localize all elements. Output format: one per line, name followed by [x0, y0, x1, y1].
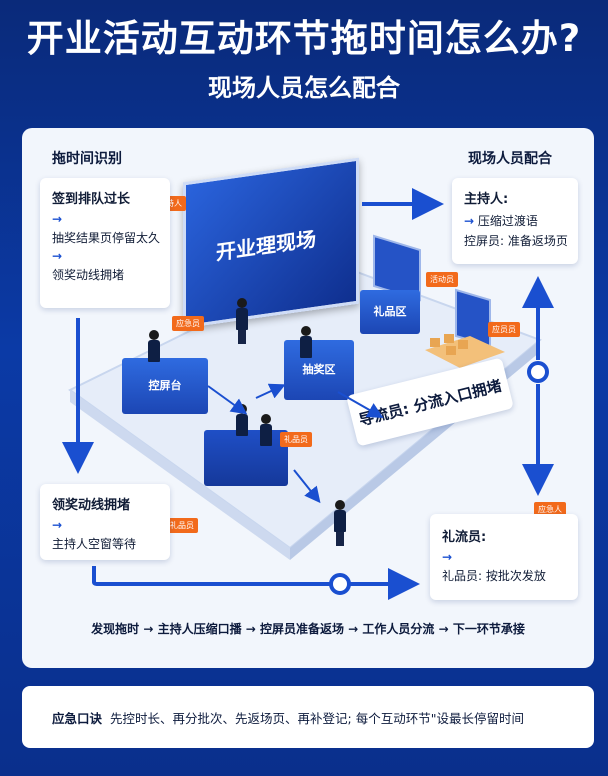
right-card-2-line: 礼品员: 按批次发放	[442, 569, 546, 583]
host-figure	[236, 298, 248, 344]
role-tag: 礼品员	[166, 518, 198, 533]
tip-text: 先控时长、再分批次、先返场页、再补登记; 每个互动环节"设最长停留时间	[110, 710, 524, 726]
left-card-2-title: 领奖动线拥堵	[52, 498, 131, 513]
role-tag: 应急员	[172, 316, 204, 331]
lottery-desk-label: 抽奖区	[302, 363, 336, 376]
role-tag: 应员员	[488, 322, 520, 337]
role-tag: 礼品员	[280, 432, 312, 447]
left-card-1: 签到排队过长 → 抽奖结果页停留太久 → 领奖动线拥堵	[40, 178, 170, 308]
registration-table	[204, 430, 288, 486]
left-card-1-item-2: 领奖动线拥堵	[52, 268, 125, 282]
right-heading: 现场人员配合	[468, 151, 552, 167]
page-title: 开业活动互动环节拖时间怎么办?	[26, 17, 582, 60]
left-card-1-title: 签到排队过长	[52, 192, 131, 207]
lottery-desk: 抽奖区	[284, 340, 354, 400]
staff-figure	[260, 414, 272, 446]
arrow-glyph: →	[52, 212, 63, 226]
emergency-tip-banner: 应急口诀 先控时长、再分批次、先返场页、再补登记; 每个互动环节"设最长停留时间	[22, 686, 594, 748]
visitor-figure	[334, 500, 346, 546]
role-tag: 应急人	[534, 502, 566, 517]
right-card-1-line-1: 压缩过渡语	[477, 214, 538, 228]
control-desk-label: 控屏台	[148, 379, 182, 392]
left-card-2-item: 主持人空窗等待	[52, 537, 137, 551]
page-subtitle: 现场人员怎么配合	[208, 74, 400, 102]
right-card-2-title: 礼流员:	[442, 530, 487, 545]
control-desk: 控屏台	[122, 358, 208, 414]
right-card-2: 礼流员: → 礼品员: 按批次发放	[430, 514, 578, 600]
staff-figure	[148, 330, 160, 362]
tip-label: 应急口诀	[52, 710, 103, 726]
gift-desk: 礼品区	[360, 290, 420, 334]
gift-desk-label: 礼品区	[373, 305, 407, 318]
arrow-glyph: →	[464, 214, 475, 228]
arrow-glyph: →	[442, 550, 453, 564]
left-card-1-item-1: 抽奖结果页停留太久	[52, 231, 161, 245]
right-card-1: 主持人: → 压缩过渡语 控屏员: 准备返场页	[452, 178, 578, 264]
role-tag: 活动员	[426, 272, 458, 287]
right-card-1-line-2: 控屏员: 准备返场页	[464, 234, 568, 248]
left-heading: 拖时间识别	[52, 151, 122, 167]
arrow-glyph: →	[52, 249, 63, 263]
process-flow-text: 发现拖时 → 主持人压缩口播 → 控屏员准备返场 → 工作人员分流 → 下一环节…	[91, 622, 525, 636]
arrow-glyph: →	[52, 518, 63, 532]
right-card-1-title: 主持人:	[464, 192, 509, 207]
staff-figure	[300, 326, 312, 358]
left-card-2: 领奖动线拥堵 → 主持人空窗等待	[40, 484, 170, 560]
